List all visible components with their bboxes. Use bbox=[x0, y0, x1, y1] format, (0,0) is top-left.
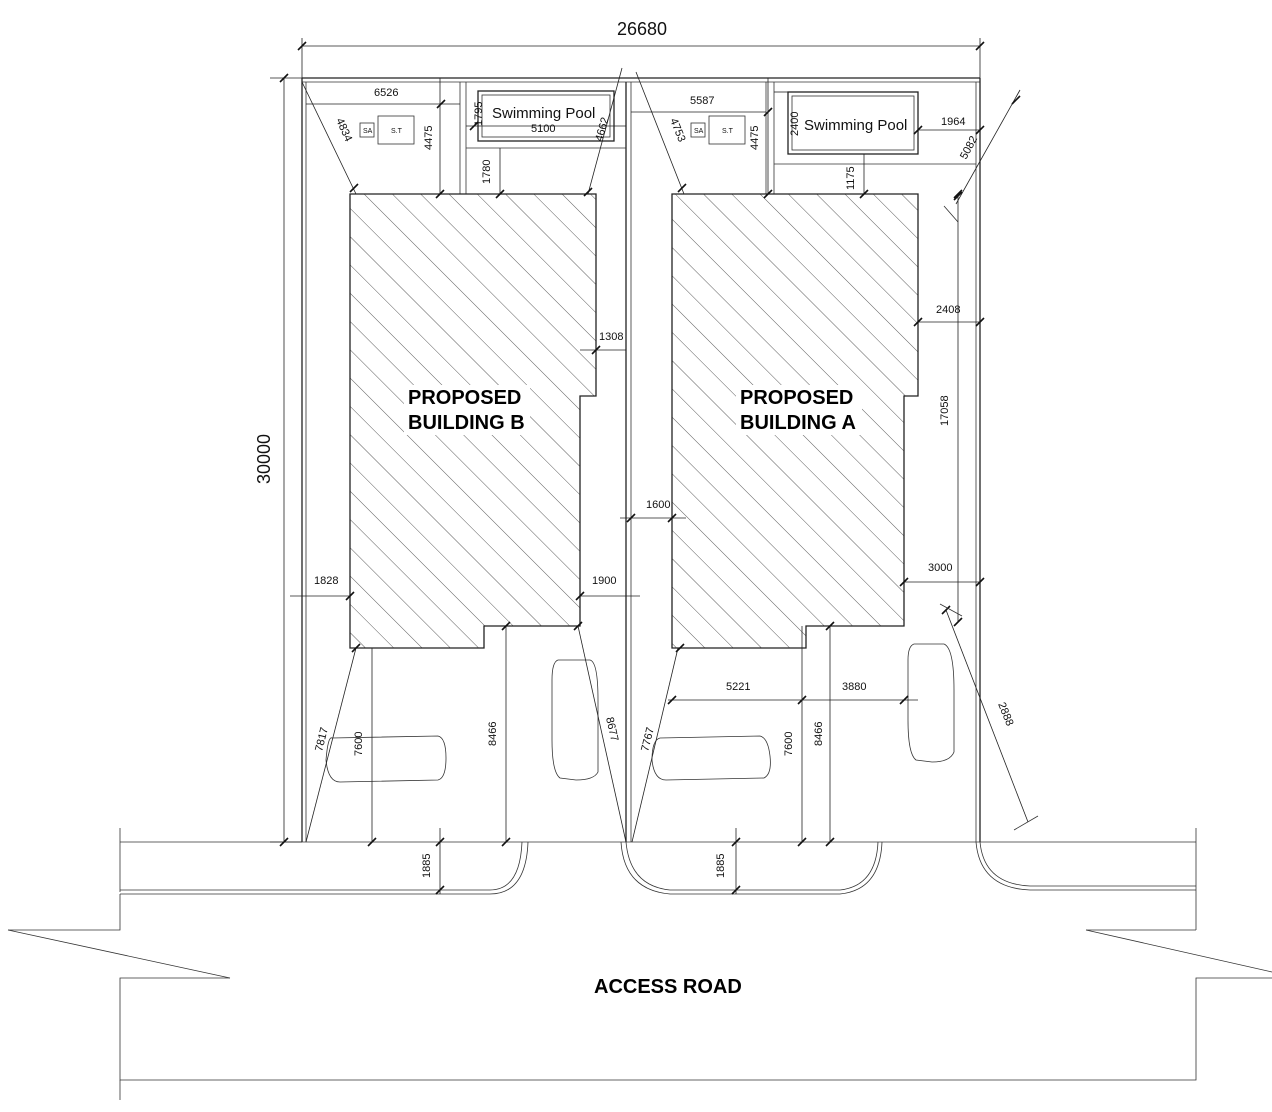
dim-1175: 1175 bbox=[845, 166, 857, 190]
dim-5082: 5082 bbox=[958, 134, 980, 161]
dim-1308: 1308 bbox=[599, 331, 623, 343]
dim-2400: 2400 bbox=[789, 112, 801, 136]
dim-7600-b: 7600 bbox=[353, 732, 365, 756]
dim-4753: 4753 bbox=[667, 117, 687, 144]
dim-2408: 2408 bbox=[936, 304, 960, 316]
dim-5587: 5587 bbox=[690, 95, 714, 107]
dim-4475-a: 4475 bbox=[749, 126, 761, 150]
dim-5100: 5100 bbox=[531, 123, 555, 135]
swimming-pool-b: Swimming Pool bbox=[477, 90, 615, 142]
building-a-label-bg bbox=[736, 385, 862, 435]
dim-8677: 8677 bbox=[603, 716, 620, 743]
swimming-pool-a: Swimming Pool bbox=[787, 91, 919, 155]
dim-8466-a: 8466 bbox=[813, 722, 825, 746]
building-a-label-line2: BUILDING A bbox=[740, 412, 856, 434]
access-road-label: ACCESS ROAD bbox=[594, 976, 742, 998]
dim-5221: 5221 bbox=[726, 681, 750, 693]
dim-2888: 2888 bbox=[995, 701, 1015, 728]
septic-tank-b: SA S.T bbox=[359, 115, 415, 145]
dim-3880: 3880 bbox=[842, 681, 866, 693]
soakaway-label-b: SA bbox=[363, 128, 373, 135]
overall-dimensions: 26680 30000 bbox=[254, 19, 985, 847]
overall-depth-label: 30000 bbox=[254, 434, 274, 484]
dim-1828: 1828 bbox=[314, 575, 338, 587]
building-b-label-line2: BUILDING B bbox=[408, 412, 525, 434]
building-a-label-line1: PROPOSED bbox=[740, 387, 853, 409]
dim-1600: 1600 bbox=[646, 499, 670, 511]
plot-b-dimensions: 6526 4834 4475 1795 5100 4662 1780 1308 … bbox=[290, 67, 640, 895]
overall-width-label: 26680 bbox=[617, 19, 667, 39]
plot-boundary bbox=[301, 77, 981, 842]
dim-7600-a: 7600 bbox=[783, 732, 795, 756]
driveways bbox=[119, 828, 1197, 930]
building-b-label-line1: PROPOSED bbox=[408, 387, 521, 409]
septic-tank-a: SA S.T bbox=[690, 115, 746, 145]
dim-3000: 3000 bbox=[928, 562, 952, 574]
dim-1885-a: 1885 bbox=[715, 854, 727, 878]
dim-17058: 17058 bbox=[939, 395, 951, 426]
dim-6526: 6526 bbox=[374, 87, 398, 99]
dim-1795: 1795 bbox=[473, 102, 485, 126]
dim-1780: 1780 bbox=[481, 160, 493, 184]
dim-1964: 1964 bbox=[941, 116, 965, 128]
septic-tank-label-a: S.T bbox=[722, 128, 734, 135]
swimming-pool-a-label: Swimming Pool bbox=[804, 117, 907, 134]
dim-7767: 7767 bbox=[639, 726, 657, 753]
soakaway-label-a: SA bbox=[694, 128, 704, 135]
septic-tank-label-b: S.T bbox=[391, 128, 403, 135]
building-b-label-bg bbox=[404, 385, 530, 435]
dim-1885-b: 1885 bbox=[421, 854, 433, 878]
dim-1900: 1900 bbox=[592, 575, 616, 587]
dim-4662: 4662 bbox=[593, 116, 611, 143]
dim-4834: 4834 bbox=[333, 116, 354, 143]
dim-4475-b: 4475 bbox=[423, 126, 435, 150]
access-road: ACCESS ROAD bbox=[7, 894, 1272, 1100]
parked-cars bbox=[325, 643, 955, 783]
swimming-pool-b-label: Swimming Pool bbox=[492, 105, 595, 122]
dim-8466-b: 8466 bbox=[487, 722, 499, 746]
dim-7817: 7817 bbox=[313, 726, 331, 753]
